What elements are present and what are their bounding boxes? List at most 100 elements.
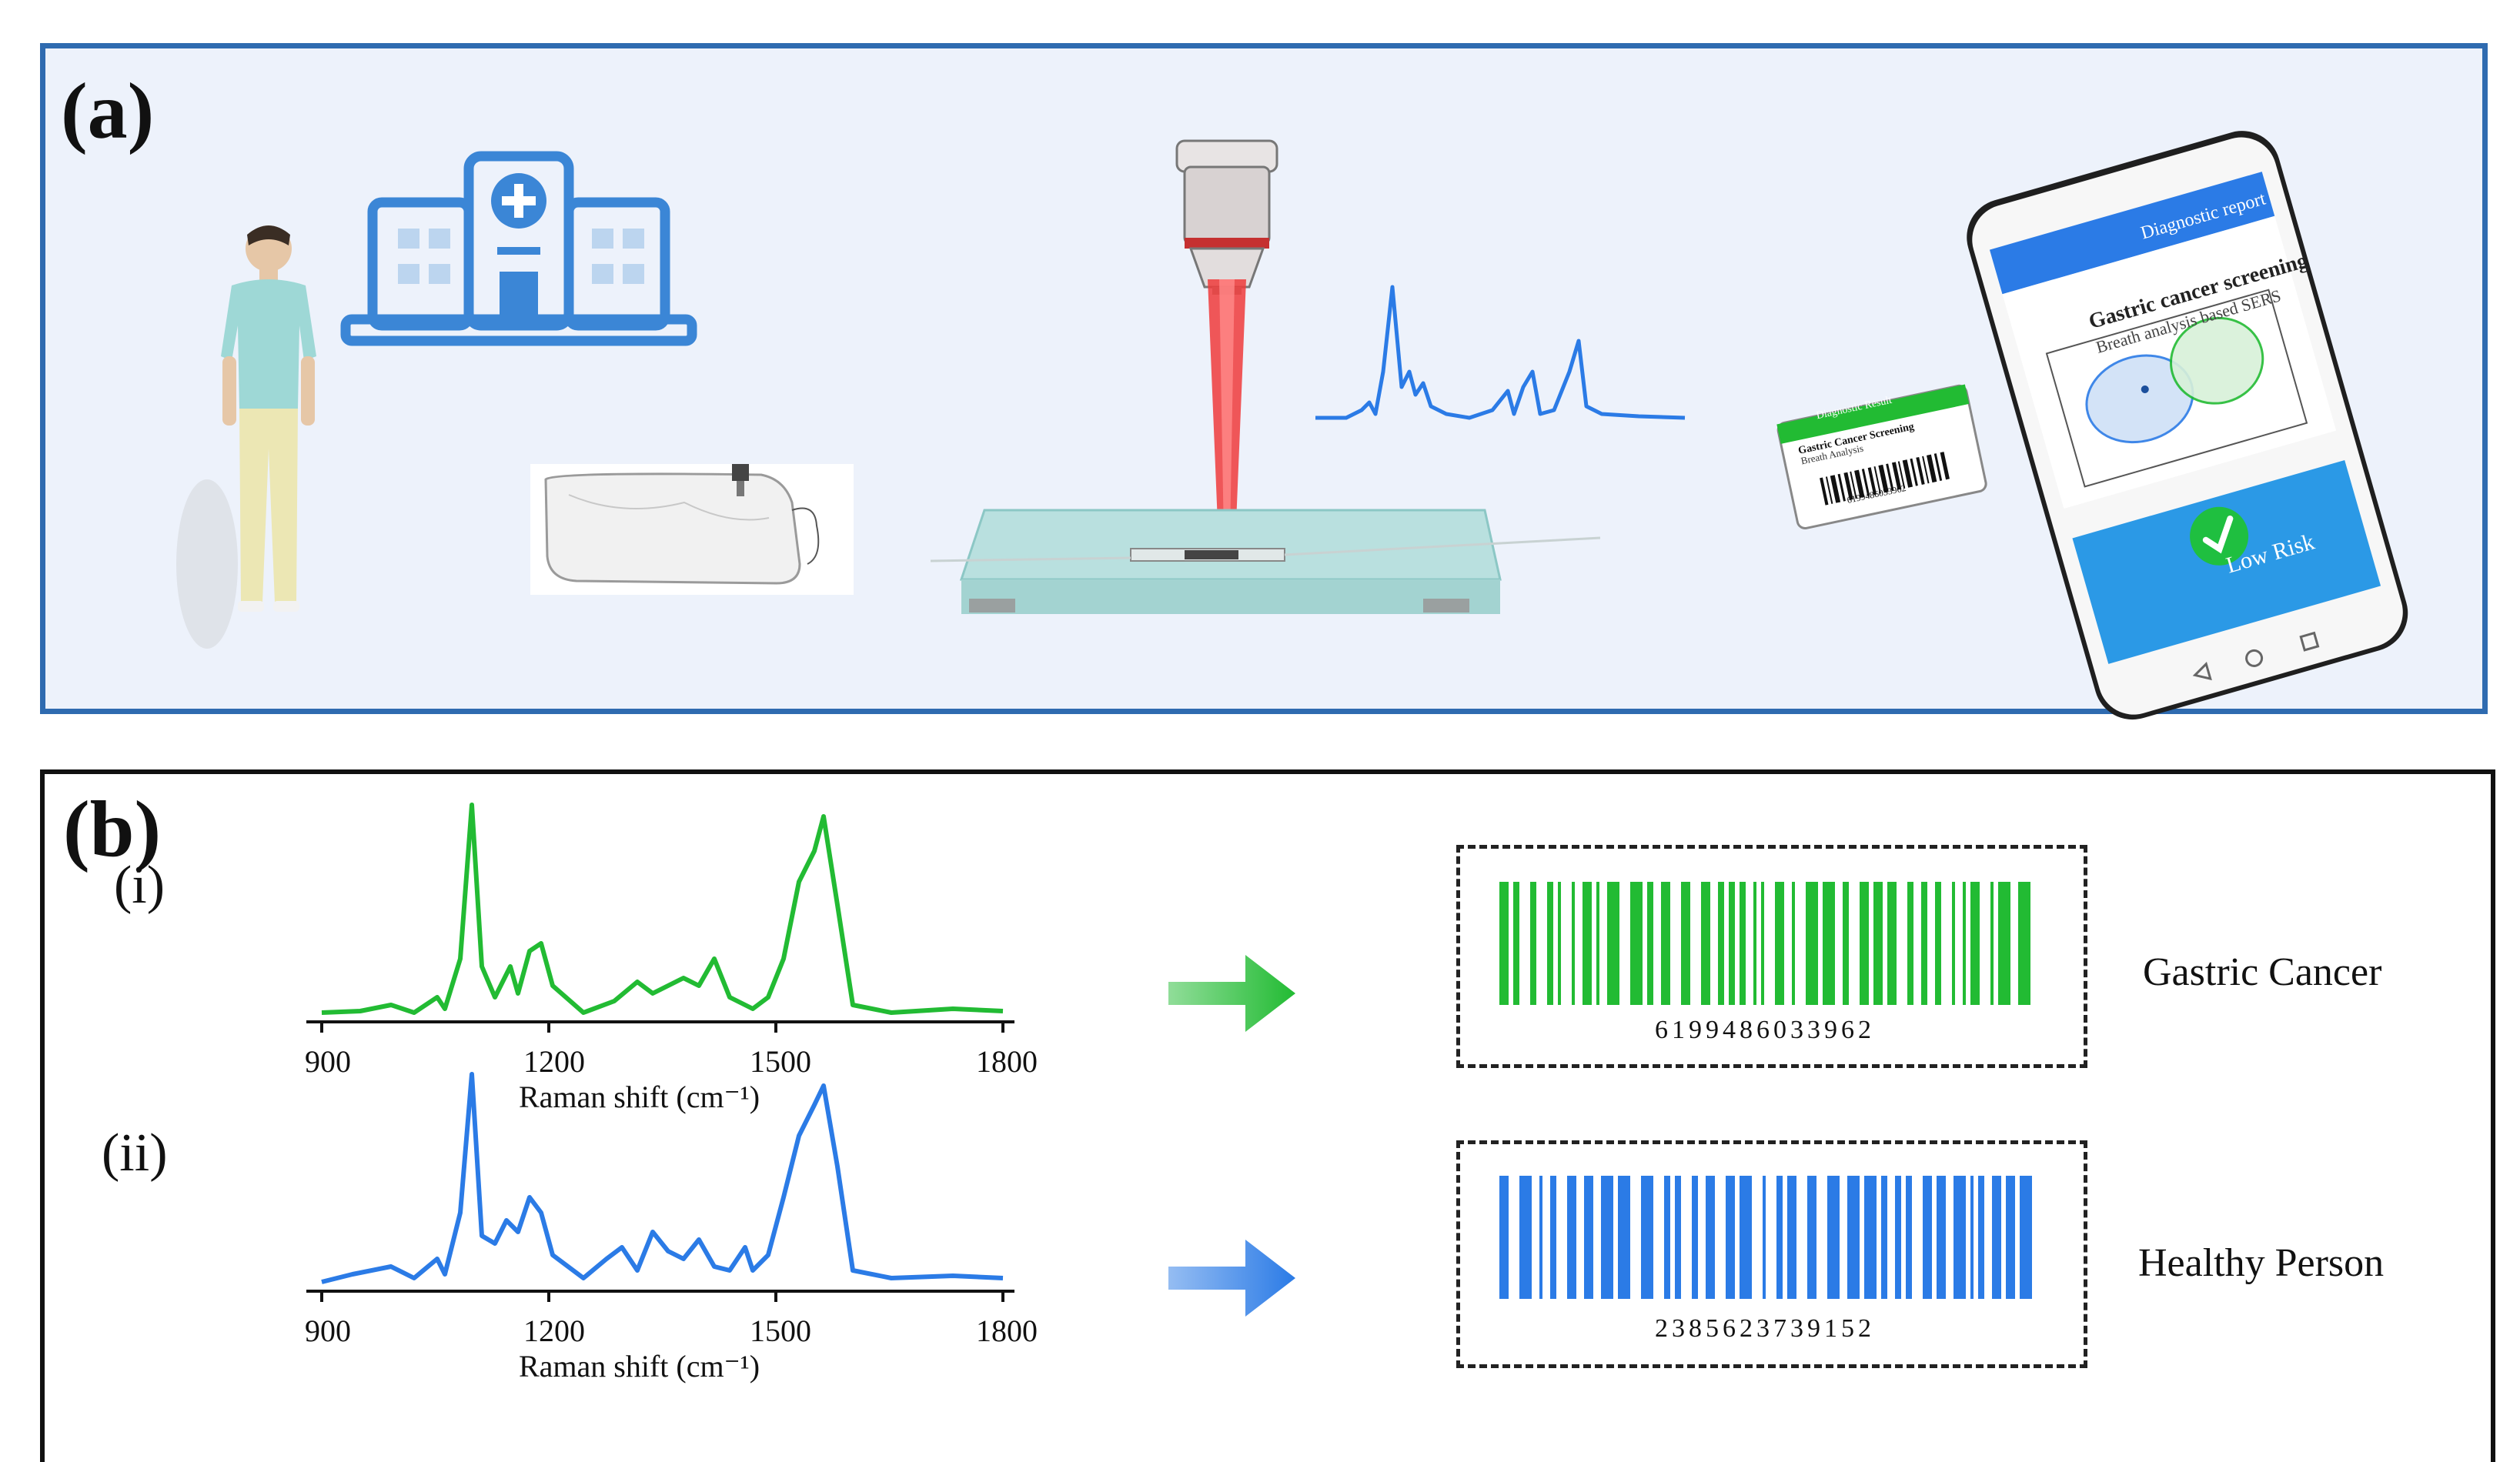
barcode-bar [1847, 1176, 1860, 1299]
tick-ii-1500: 1500 [750, 1313, 811, 1348]
barcode-bar [1567, 1176, 1576, 1299]
barcode-number-ii: 2385623739152 [1655, 1314, 1875, 1343]
class-label-i: Gastric Cancer [2143, 950, 2382, 994]
barcode-bar [1618, 1176, 1630, 1299]
barcode-bar [1906, 1176, 1912, 1299]
barcode-bar [2020, 1176, 2032, 1299]
barcode-box-ii [1456, 1140, 2087, 1368]
barcode-bar [1978, 1176, 1984, 1299]
tick-i-900: 900 [305, 1044, 351, 1079]
barcode-bar [1692, 1176, 1698, 1299]
barcode-bar [1706, 1176, 1715, 1299]
tick-i-1500: 1500 [750, 1044, 811, 1079]
diagnostic-card-icon [1776, 384, 1987, 530]
breath-bag-icon [530, 464, 854, 595]
barcode-bar [1823, 882, 1835, 1005]
barcode-bar [1519, 1176, 1532, 1299]
barcode-bar [1887, 882, 1897, 1005]
smartphone-icon [1967, 131, 2408, 720]
barcode-bar [1572, 882, 1575, 1005]
tick-ii-1200: 1200 [523, 1313, 585, 1348]
barcode-bar [1601, 1176, 1613, 1299]
barcode-bar [1937, 1176, 1946, 1299]
barcode-bar [1807, 1176, 1816, 1299]
barcode-bar [1792, 882, 1795, 1005]
barcode-bar [1641, 1176, 1653, 1299]
barcode-number-i: 6199486033962 [1655, 1016, 1875, 1044]
barcode-bar [1827, 1176, 1840, 1299]
barcode-bar [1718, 882, 1724, 1005]
barcode-bar [1895, 1176, 1901, 1299]
panel-b: (b) (i) 900 1200 1500 1800 Raman shift (… [40, 769, 2495, 1462]
tick-ii-1800: 1800 [976, 1313, 1038, 1348]
barcode-bar [1547, 882, 1553, 1005]
barcode-bar [1740, 882, 1746, 1005]
barcode-icon-i [1499, 882, 2030, 1005]
barcode-bar [1513, 882, 1519, 1005]
spectrum-icon [1315, 285, 1686, 420]
barcode-bar [1661, 882, 1670, 1005]
barcode-bar [1607, 882, 1619, 1005]
barcode-bar [1550, 1176, 1556, 1299]
axis-title-i: Raman shift (cm⁻¹) [519, 1080, 760, 1114]
barcode-bar [1843, 882, 1849, 1005]
barcode-bar [2006, 1176, 2015, 1299]
barcode-bar [1647, 882, 1653, 1005]
barcode-bar [1584, 1176, 1593, 1299]
barcode-bar [1992, 1176, 2001, 1299]
barcode-bar [1701, 882, 1710, 1005]
sub-label-i: (i) [114, 856, 165, 915]
barcode-bar [1935, 882, 1941, 1005]
barcode-bar [1963, 882, 1966, 1005]
barcode-bar [2018, 882, 2030, 1005]
barcode-bar [1753, 882, 1756, 1005]
barcode-bar [1499, 882, 1509, 1005]
barcode-bar [1530, 882, 1536, 1005]
barcode-bar [1664, 1176, 1670, 1299]
barcode-bar [1864, 1176, 1877, 1299]
arrow-right-icon-green [1168, 955, 1295, 1032]
barcode-bar [1499, 1176, 1509, 1299]
barcode-bar [1630, 882, 1643, 1005]
arrow-right-icon-blue [1168, 1240, 1295, 1317]
barcode-bar [1558, 882, 1561, 1005]
spectrum-chart-ii [306, 1072, 1014, 1302]
barcode-bar [1970, 882, 1980, 1005]
barcode-bar [1539, 1176, 1542, 1299]
barcode-icon-ii [1499, 1176, 2032, 1299]
barcode-bar [1775, 882, 1784, 1005]
barcode-bar [1881, 1176, 1887, 1299]
barcode-bar [1990, 882, 1994, 1005]
sers-chip-icon [930, 509, 1601, 614]
barcode-bar [1726, 1176, 1735, 1299]
spectrum-chart-i [306, 803, 1014, 1033]
barcode-bar [1806, 882, 1818, 1005]
laser-beam-icon [1208, 279, 1246, 579]
barcode-bar [1729, 882, 1735, 1005]
barcode-bar [1776, 1176, 1783, 1299]
tick-ii-900: 900 [305, 1313, 351, 1348]
axis-title-ii: Raman shift (cm⁻¹) [519, 1349, 760, 1384]
panel-b-label: (b) [63, 785, 162, 873]
barcode-bar [1954, 1176, 1966, 1299]
barcode-bar [1596, 882, 1599, 1005]
hospital-icon [340, 151, 697, 346]
barcode-bar [1675, 1176, 1681, 1299]
barcode-bar [1907, 882, 1913, 1005]
barcode-bar [1787, 1176, 1796, 1299]
barcode-bar [1583, 882, 1592, 1005]
barcode-bar [1763, 1176, 1766, 1299]
barcode-bar [1970, 1176, 1974, 1299]
tick-i-1800: 1800 [976, 1044, 1038, 1079]
panel-a-label: (a) [61, 67, 155, 155]
person-icon [176, 225, 316, 649]
microscope-objective-icon [1175, 139, 1278, 295]
panel-a: (a) [40, 43, 2488, 720]
barcode-box-i [1456, 845, 2087, 1068]
sub-label-ii: (ii) [102, 1123, 168, 1183]
barcode-bar [1873, 882, 1883, 1005]
barcode-bar [1860, 882, 1869, 1005]
barcode-bar [1921, 882, 1927, 1005]
class-label-ii: Healthy Person [2138, 1241, 2385, 1285]
barcode-bar [1923, 1176, 1932, 1299]
